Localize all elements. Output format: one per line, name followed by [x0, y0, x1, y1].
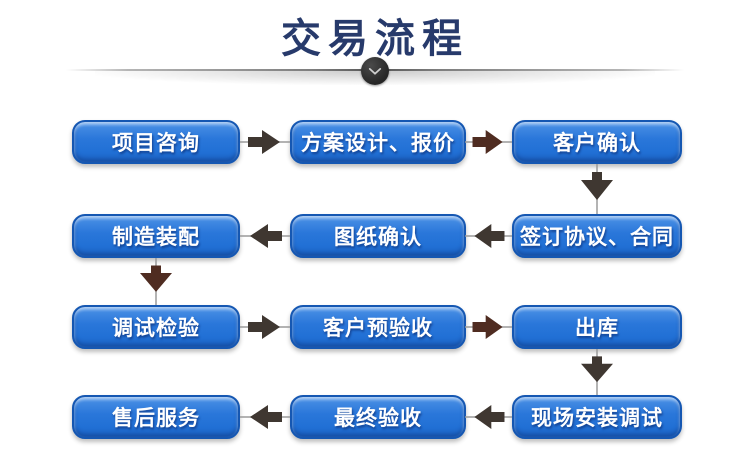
arrow-right-icon — [240, 127, 290, 157]
page-title: 交易流程 — [281, 17, 469, 61]
arrow-left-icon — [240, 221, 290, 251]
step-manufacturing-assembly: 制造装配 — [72, 214, 240, 258]
arrow-right-icon — [465, 312, 512, 342]
arrow-left-icon — [465, 221, 512, 251]
step-design-quotation: 方案设计、报价 — [290, 120, 466, 164]
step-out-of-warehouse: 出库 — [512, 305, 682, 349]
step-final-acceptance: 最终验收 — [290, 395, 466, 439]
arrow-right-icon — [465, 127, 512, 157]
arrow-down-icon — [577, 349, 617, 395]
step-after-sales-service: 售后服务 — [72, 395, 240, 439]
step-onsite-installation-debugging: 现场安装调试 — [512, 395, 682, 439]
arrow-right-icon — [240, 312, 290, 342]
step-project-consultation: 项目咨询 — [72, 120, 240, 164]
step-drawing-confirmation: 图纸确认 — [290, 214, 466, 258]
arrow-left-icon — [240, 402, 290, 432]
step-sign-agreement-contract: 签订协议、合同 — [512, 214, 682, 258]
arrow-down-icon — [136, 258, 176, 305]
arrow-down-icon — [577, 164, 617, 214]
chevron-down-icon — [361, 57, 389, 85]
step-customer-pre-acceptance: 客户预验收 — [290, 305, 466, 349]
step-debugging-inspection: 调试检验 — [72, 305, 240, 349]
arrow-left-icon — [465, 402, 512, 432]
step-customer-confirmation: 客户确认 — [512, 120, 682, 164]
chevron-down-glyph — [368, 67, 382, 75]
